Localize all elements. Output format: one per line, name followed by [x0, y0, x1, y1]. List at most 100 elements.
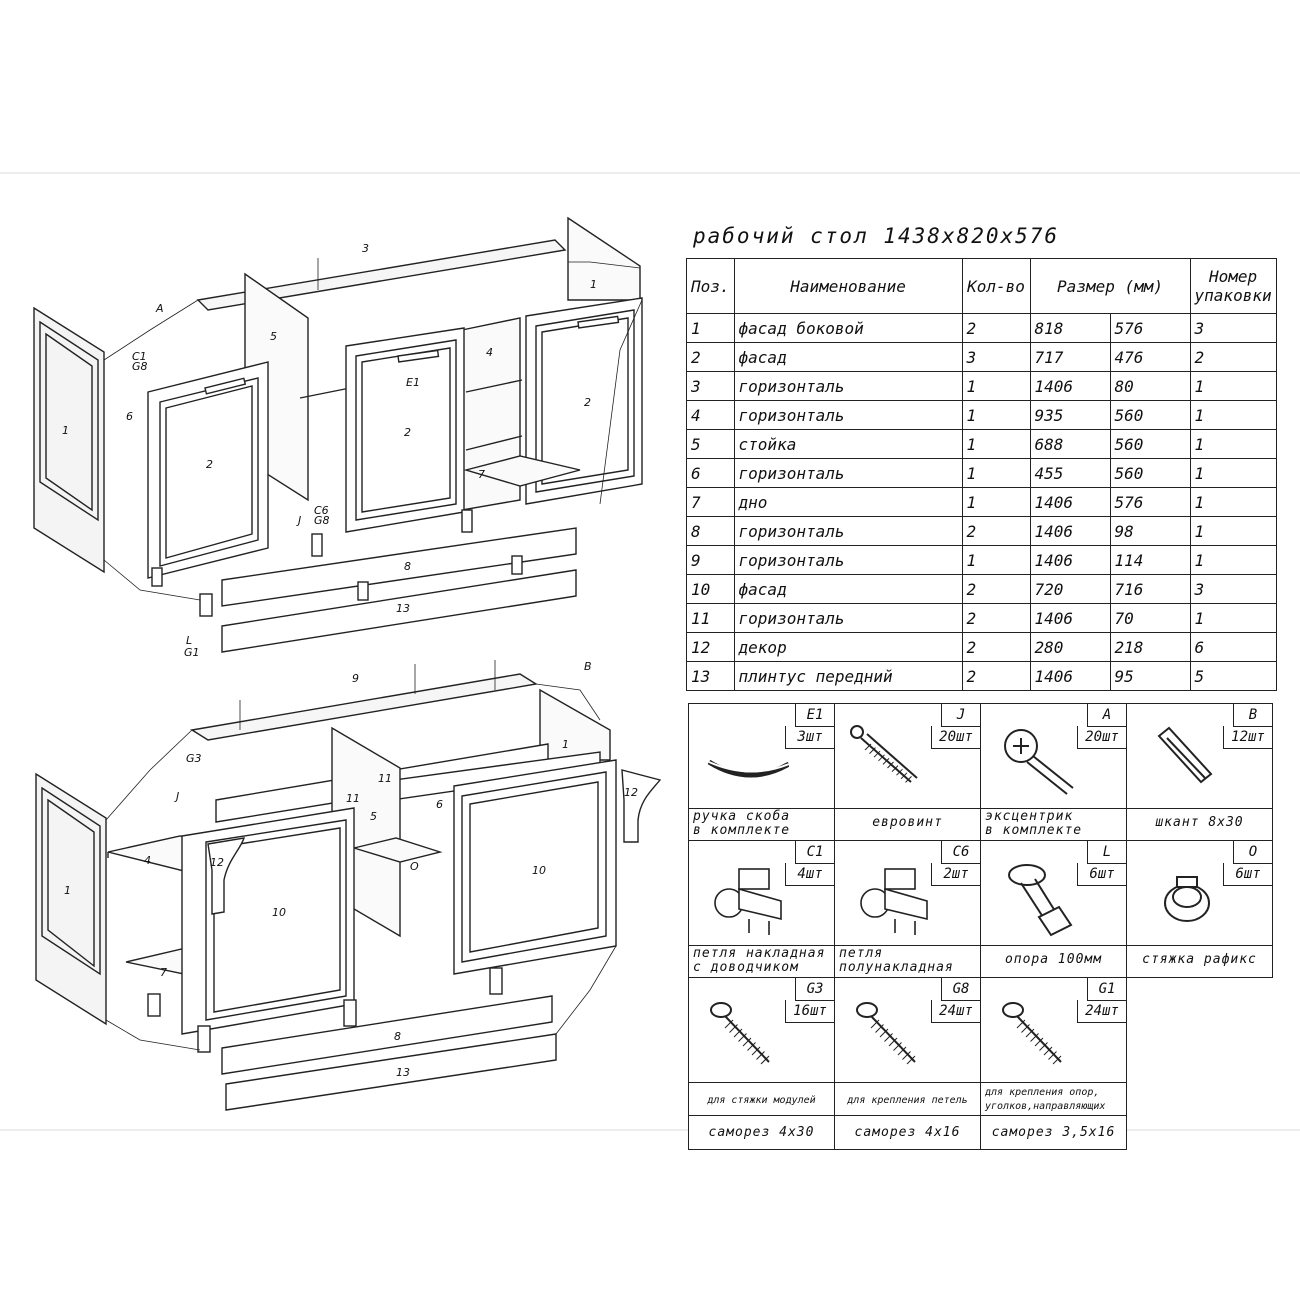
- cell-b: 114: [1109, 545, 1191, 575]
- cell-a: 1406: [1029, 516, 1111, 546]
- hardware-image: [689, 841, 834, 946]
- cell-a: 1406: [1029, 661, 1111, 691]
- door-left-top: [147, 361, 269, 579]
- cell-pack: 1: [1189, 487, 1277, 517]
- cell-pack: 2: [1189, 342, 1277, 372]
- hardware-label-line1: петля полунакладная: [839, 946, 954, 975]
- handle-icon: [699, 722, 791, 786]
- hardware-qty: 3шт: [785, 726, 834, 749]
- hardware-image: [981, 841, 1126, 946]
- hardware-label-line1: стяжка рафикс: [1142, 952, 1257, 967]
- hardware-label-line1: эксцентрик: [985, 809, 1074, 824]
- cell-qty: 3: [961, 342, 1031, 372]
- hardware-image: [835, 704, 980, 809]
- hardware-label: для стяжки модулей: [693, 1094, 830, 1108]
- hardware-label-line2: с доводчиком: [693, 960, 799, 975]
- hardware-label-line2: в комплекте: [985, 823, 1083, 838]
- hardware-qty: 24шт: [931, 1000, 980, 1023]
- plinth-8-top: [221, 527, 577, 607]
- hardware-image: [835, 978, 980, 1083]
- hardware-label-line1: петля накладная: [693, 946, 826, 961]
- lbl-t20: L: [186, 634, 192, 647]
- hardware-label-line1: опора 100мм: [1004, 952, 1103, 967]
- cell-pos: 4: [686, 400, 735, 430]
- euroscrew-icon: [845, 722, 935, 796]
- page-title: рабочий стол 1438x820x576: [693, 224, 1060, 248]
- hardware-qty: 20шт: [1077, 726, 1126, 749]
- hardware-qty: 20шт: [931, 726, 980, 749]
- cell-a: 1406: [1029, 545, 1111, 575]
- hardware-image: [689, 978, 834, 1083]
- hardware-subtitle: саморез 3,5x16: [981, 1115, 1126, 1150]
- cell-b: 476: [1109, 342, 1191, 372]
- cell-name: плинтус передний: [733, 661, 963, 691]
- lbl-t21: G1: [184, 646, 200, 659]
- screw-icon: [845, 996, 945, 1080]
- cell-pos: 6: [686, 458, 735, 488]
- hinge-icon: [845, 859, 945, 943]
- lbl-b3: 4: [144, 854, 151, 867]
- cell-name: горизонталь: [733, 458, 963, 488]
- cell-name: горизонталь: [733, 603, 963, 633]
- hardware-qty: 4шт: [785, 863, 834, 886]
- lbl-b5: 6: [436, 798, 443, 811]
- lbl-b4: 5: [370, 810, 377, 823]
- hardware-label-line1: для крепления петель: [847, 1095, 968, 1106]
- lbl-t12: 1: [590, 278, 597, 291]
- hardware-label-line2: в комплекте: [693, 823, 791, 838]
- cell-pack: 6: [1189, 632, 1277, 662]
- cell-pack: 1: [1189, 545, 1277, 575]
- lbl-b12: 11: [346, 792, 360, 805]
- lbl-b10: 10: [532, 864, 546, 877]
- lbl-b13: 12: [210, 856, 224, 869]
- hdr-pack: Номер упаковки: [1189, 258, 1277, 314]
- hardware-qty: 16шт: [785, 1000, 834, 1023]
- cell-name: горизонталь: [733, 371, 963, 401]
- decor-12-left: [207, 837, 246, 915]
- cell-a: 720: [1029, 574, 1111, 604]
- hardware-label-line1: шкант 8x30: [1155, 815, 1244, 830]
- lbl-t1: 1: [62, 424, 69, 437]
- cell-name: горизонталь: [733, 400, 963, 430]
- hardware-code: G3: [795, 978, 834, 1001]
- cell-a: 280: [1029, 632, 1111, 662]
- cell-b: 95: [1109, 661, 1191, 691]
- hardware-label-line1: для стяжки модулей: [707, 1095, 816, 1106]
- cell-a: 688: [1029, 429, 1111, 459]
- hardware-label: стяжка рафикс: [1131, 953, 1268, 967]
- lbl-t16: C6: [314, 504, 329, 517]
- cell-qty: 2: [961, 661, 1031, 691]
- hardware-code: A: [1087, 704, 1126, 727]
- top-rail: [196, 239, 567, 311]
- hardware-qty: 6шт: [1223, 863, 1272, 886]
- lbl-b19: O: [410, 860, 419, 873]
- cell-qty: 1: [961, 545, 1031, 575]
- cell-b: 560: [1109, 429, 1191, 459]
- lbl-b7: 8: [394, 1030, 401, 1043]
- cell-pos: 8: [686, 516, 735, 546]
- cell-qty: 1: [961, 371, 1031, 401]
- lbl-b14: 12: [624, 786, 638, 799]
- lbl-b16: G3: [186, 752, 202, 765]
- lbl-t11: 13: [396, 602, 410, 615]
- cell-pack: 3: [1189, 574, 1277, 604]
- table-header: Поз. Наименование Кол-во Размер (мм) Ном…: [686, 258, 1277, 314]
- cell-pack: 1: [1189, 429, 1277, 459]
- plinth-13-top: [221, 569, 577, 653]
- cell-pos: 5: [686, 429, 735, 459]
- cell-b: 98: [1109, 516, 1191, 546]
- parts-table: Поз. Наименование Кол-во Размер (мм) Ном…: [686, 258, 1277, 691]
